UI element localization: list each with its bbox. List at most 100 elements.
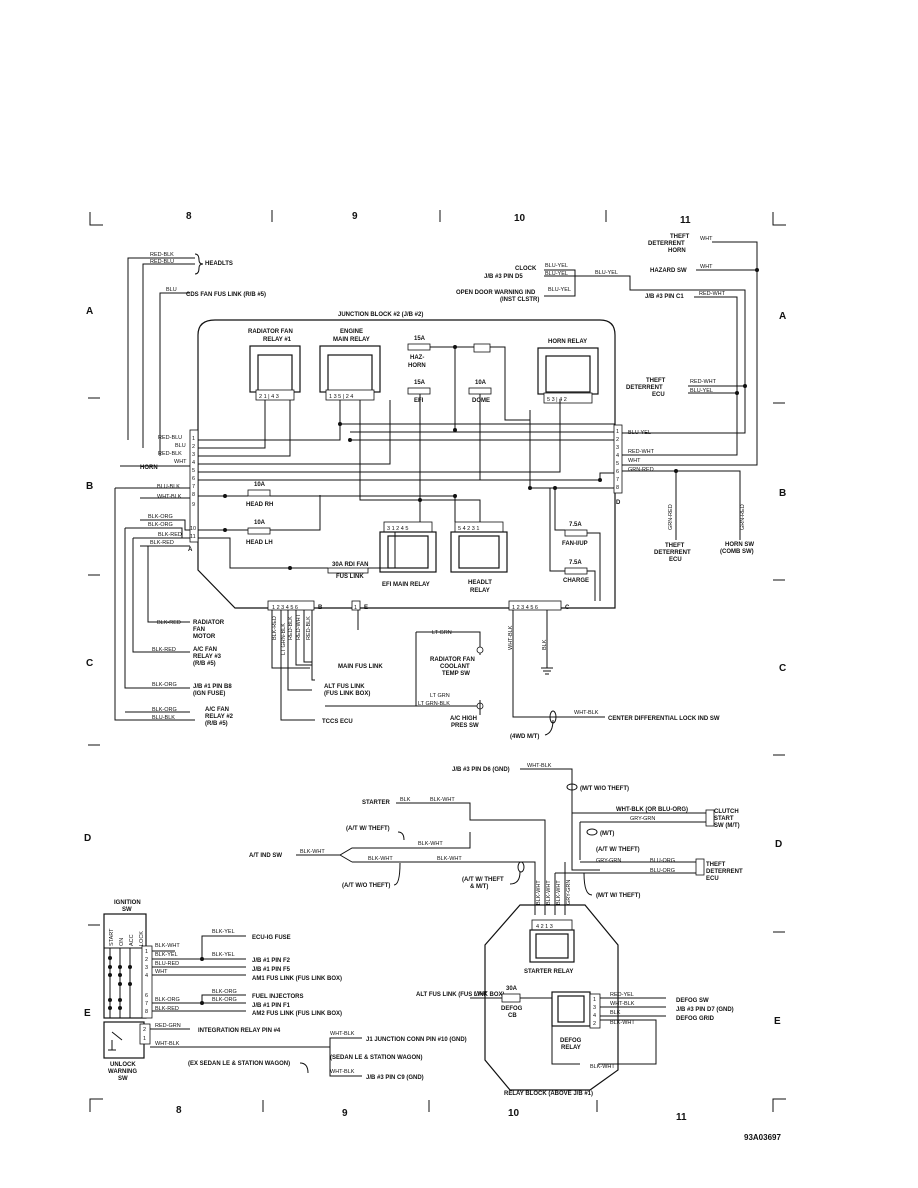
svg-text:J/B #1 PIN F1: J/B #1 PIN F1 (252, 1003, 291, 1009)
svg-text:7: 7 (616, 477, 619, 483)
svg-text:STARTER RELAY: STARTER RELAY (524, 969, 573, 975)
col-8-top: 8 (186, 211, 192, 222)
svg-text:BLK-ORG: BLK-ORG (148, 514, 173, 520)
svg-text:LT GRN: LT GRN (432, 630, 452, 636)
svg-text:GRN-RED: GRN-RED (628, 467, 654, 473)
svg-text:WARNING: WARNING (108, 1069, 137, 1075)
coolant-temp-switch: LT GRN LT GRN LT GRN-BLK RADIATOR FAN CO… (325, 630, 484, 729)
svg-text:A/C HIGH: A/C HIGH (450, 716, 477, 722)
svg-text:RELAY #3: RELAY #3 (193, 654, 222, 660)
svg-text:HAZARD SW: HAZARD SW (650, 268, 687, 274)
svg-text:3: 3 (593, 1005, 596, 1011)
svg-text:2: 2 (143, 1027, 146, 1033)
svg-text:DETERRENT: DETERRENT (648, 241, 685, 247)
svg-text:5 4 2 3 1: 5 4 2 3 1 (458, 526, 479, 532)
svg-text:BLK-WHT: BLK-WHT (556, 880, 562, 905)
svg-text:(IGN FUSE): (IGN FUSE) (193, 691, 225, 697)
svg-text:TEMP SW: TEMP SW (442, 671, 470, 677)
svg-text:(R/B #5): (R/B #5) (205, 721, 228, 727)
col-8-bottom: 8 (176, 1105, 182, 1116)
junction-block-title: JUNCTION BLOCK #2 (J/B #2) (338, 312, 423, 318)
svg-text:10: 10 (190, 526, 196, 532)
svg-text:GRY-GRN: GRY-GRN (596, 858, 621, 864)
svg-text:BLK-YEL: BLK-YEL (212, 929, 235, 935)
svg-text:HORN: HORN (668, 248, 686, 254)
svg-text:EFI: EFI (414, 398, 424, 404)
row-c-right: C (779, 663, 786, 674)
svg-text:J/B #3 PIN C1: J/B #3 PIN C1 (645, 294, 684, 300)
svg-text:PRES SW: PRES SW (451, 723, 479, 729)
svg-text:A/C FAN: A/C FAN (205, 707, 229, 713)
svg-text:BLU-RED: BLU-RED (155, 961, 179, 967)
col-10-bottom: 10 (508, 1108, 520, 1119)
svg-text:BLK-RED: BLK-RED (157, 620, 181, 626)
left-wires-top: RED-BLK RED-BLU BLU HEADLTS CDS FAN FUS … (114, 252, 266, 721)
svg-text:7: 7 (145, 1001, 148, 1007)
svg-text:1: 1 (354, 605, 357, 611)
svg-text:ECU: ECU (652, 392, 665, 398)
svg-text:A/T IND SW: A/T IND SW (249, 853, 282, 859)
svg-text:(A/T W/ THEFT): (A/T W/ THEFT) (346, 826, 390, 832)
svg-text:1 3 5 | 2 4: 1 3 5 | 2 4 (329, 394, 353, 400)
row-d-right: D (775, 839, 782, 850)
svg-text:TCCS ECU: TCCS ECU (322, 719, 353, 725)
svg-text:BLU-YEL: BLU-YEL (690, 388, 713, 394)
row-e-right: E (774, 1016, 781, 1027)
svg-text:5: 5 (192, 468, 195, 474)
svg-text:BLK-WHT: BLK-WHT (300, 849, 325, 855)
svg-text:DEFOG GRID: DEFOG GRID (676, 1016, 715, 1022)
svg-text:(A/T W/O THEFT): (A/T W/O THEFT) (342, 883, 390, 889)
svg-text:4: 4 (192, 460, 195, 466)
svg-text:7.5A: 7.5A (569, 560, 582, 566)
svg-text:10A: 10A (254, 520, 266, 526)
svg-text:RED-BLK: RED-BLK (158, 451, 182, 457)
svg-text:HEAD LH: HEAD LH (246, 540, 273, 546)
svg-text:(A/T W/ THEFT): (A/T W/ THEFT) (596, 847, 640, 853)
svg-text:ALT FUS LINK: ALT FUS LINK (324, 684, 365, 690)
svg-text:UNLOCK: UNLOCK (110, 1062, 136, 1068)
svg-text:ACC: ACC (129, 934, 135, 946)
col-11-bottom: 11 (676, 1112, 687, 1123)
svg-text:RED-BLK: RED-BLK (150, 252, 174, 258)
svg-text:J/B #1 PIN F5: J/B #1 PIN F5 (252, 967, 291, 973)
svg-text:WHT-BLK: WHT-BLK (330, 1031, 355, 1037)
svg-text:CLUTCH: CLUTCH (714, 809, 739, 815)
svg-text:FUEL INJECTORS: FUEL INJECTORS (252, 994, 303, 1000)
svg-text:RELAY BLOCK (ABOVE J/B #1): RELAY BLOCK (ABOVE J/B #1) (504, 1091, 593, 1097)
svg-text:RED-BLU: RED-BLU (158, 435, 182, 441)
svg-text:DEFOG SW: DEFOG SW (676, 998, 709, 1004)
headlt-relay: 5 4 2 3 1 HEADLT RELAY (450, 521, 508, 594)
svg-text:BLK: BLK (610, 1010, 621, 1016)
svg-text:BLK-ORG: BLK-ORG (212, 989, 237, 995)
connector-b-label: B (318, 605, 323, 611)
engine-main-relay: ENGINE MAIN RELAY 1 3 5 | 2 4 (319, 329, 381, 401)
connector-e-label: E (364, 605, 368, 611)
svg-text:BLK-ORG: BLK-ORG (152, 682, 177, 688)
svg-text:BLK-WHT: BLK-WHT (418, 841, 443, 847)
svg-text:WHT: WHT (700, 236, 713, 242)
svg-text:SW: SW (118, 1076, 128, 1082)
svg-text:WHT-BLK: WHT-BLK (155, 1041, 180, 1047)
svg-text:8: 8 (192, 492, 195, 498)
row-b-right: B (779, 488, 786, 499)
svg-text:WHT: WHT (174, 459, 187, 465)
svg-text:BLK-RED: BLK-RED (272, 616, 278, 640)
svg-text:1: 1 (145, 949, 148, 955)
svg-text:CB: CB (508, 1013, 517, 1019)
row-d-left: D (84, 833, 91, 844)
svg-text:FUS LINK: FUS LINK (336, 574, 364, 580)
row-e-left: E (84, 1008, 91, 1019)
svg-text:RELAY: RELAY (470, 588, 490, 594)
svg-text:DETERRENT: DETERRENT (706, 869, 743, 875)
svg-text:RED-BLK: RED-BLK (288, 616, 294, 640)
svg-text:2 1 | 4 3: 2 1 | 4 3 (259, 394, 279, 400)
svg-text:BLU-ORG: BLU-ORG (650, 868, 675, 874)
svg-text:BLK-WHT: BLK-WHT (590, 1064, 615, 1070)
svg-text:4: 4 (616, 453, 619, 459)
svg-text:ECU: ECU (706, 876, 719, 882)
svg-text:7: 7 (192, 484, 195, 490)
svg-text:THEFT: THEFT (670, 234, 690, 240)
svg-text:(4WD M/T): (4WD M/T) (510, 734, 539, 740)
svg-text:15A: 15A (414, 380, 426, 386)
svg-text:GRN-RED: GRN-RED (668, 504, 674, 530)
